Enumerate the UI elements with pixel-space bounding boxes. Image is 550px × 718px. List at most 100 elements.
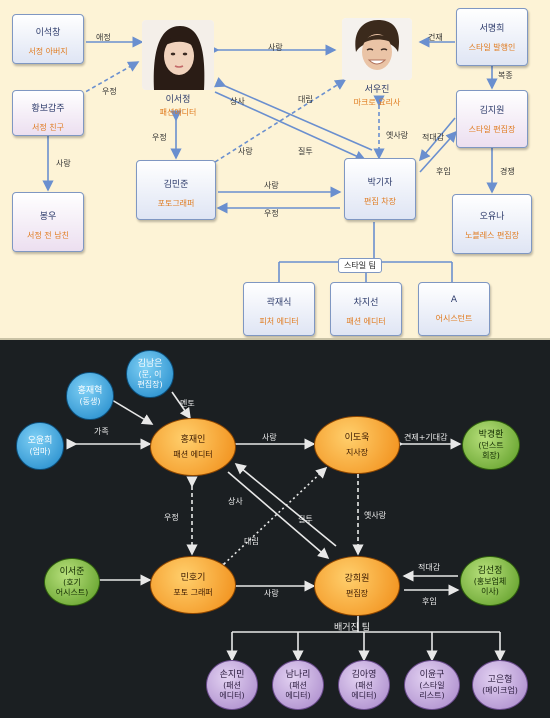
person-circle-15: 고은형 (메이크업) — [472, 660, 528, 710]
person-name: A — [450, 295, 458, 305]
person-circle-9: 강희원 편집장 — [314, 556, 400, 616]
person-name: 김지원 — [479, 106, 505, 116]
person-circle-12: 남나리 (패션 에디터) — [272, 660, 324, 710]
person-circle-7: 이서준 (호기 어시스트) — [44, 558, 100, 606]
person-box-8: 서명희 스타일 발행인 — [456, 8, 528, 66]
top-relationship-chart: 이석창 서정 아버지 황보갑주 서정 친구 봉우 서정 전 남친 이서정 패션에… — [0, 0, 550, 338]
line-boss — [214, 91, 367, 162]
portrait-photo — [142, 20, 214, 90]
person-box-3: 봉우 서정 전 남친 — [12, 192, 84, 252]
line-mentor — [171, 391, 191, 420]
person-role: 지사장 — [345, 447, 369, 457]
relation-label: 적대감 — [418, 563, 441, 572]
person-name: 김선정 — [477, 565, 503, 576]
person-role: 편집 차장 — [364, 197, 396, 206]
person-name: 서명희 — [479, 24, 505, 34]
person-box-1: 이석창 서정 아버지 — [12, 14, 84, 64]
person-box-2: 황보갑주 서정 친구 — [12, 90, 84, 136]
relation-label: 상사 — [228, 497, 243, 506]
bottom-connector-lines — [66, 391, 506, 662]
relation-label: 후임 — [422, 597, 437, 606]
relation-label: 우정 — [164, 513, 179, 522]
relation-label: 멘토 — [180, 399, 195, 408]
person-circle-14: 이윤구 (스타일 리스트) — [404, 660, 460, 710]
relation-label: 사랑 — [56, 159, 71, 168]
person-role: 서정 친구 — [32, 123, 64, 132]
person-name: 서우진 — [364, 85, 390, 95]
relation-label: 질투 — [298, 147, 313, 156]
person-name: 이도욱 — [344, 432, 370, 443]
portrait-photo — [342, 18, 412, 80]
person-name: 남나리 — [285, 669, 311, 680]
person-role: 서정 아버지 — [28, 47, 68, 56]
bottom-relationship-chart: 김남은 (문, 이 편집장) 홍재혁 (동생) 오윤희 (엄마) 홍재인 패션 … — [0, 340, 550, 718]
relation-label: 대립 — [244, 537, 259, 546]
person-name: 홍재인 — [180, 434, 206, 445]
line-hostility — [418, 117, 456, 162]
person-role: (엄마) — [29, 446, 51, 456]
relation-label: 사랑 — [262, 433, 277, 442]
person-role: 패션 에디터 — [346, 317, 386, 326]
relation-label: 사랑 — [264, 181, 279, 190]
person-role: 스타일 발행인 — [468, 43, 516, 52]
line-successor — [419, 130, 458, 173]
person-role: 마크로 요리사 — [353, 98, 401, 107]
person-role: 패션에디터 — [159, 108, 197, 117]
relation-label: 질투 — [298, 515, 313, 524]
person-box-10: 오유나 노블레스 편집장 — [452, 194, 532, 254]
person-circle-13: 김아영 (패션 에디터) — [338, 660, 390, 710]
person-card-seo-woojin: 서우진 마크로 요리사 — [337, 18, 417, 110]
person-name: 박기자 — [367, 178, 393, 188]
person-name: 이서준 — [59, 566, 85, 577]
person-name: 고은형 — [487, 674, 513, 685]
person-role: 포토 그래퍼 — [173, 587, 213, 597]
person-box-12: 차지선 패션 에디터 — [330, 282, 402, 336]
relation-label: 대립 — [298, 95, 313, 104]
relation-label: 경쟁 — [500, 167, 515, 176]
person-role: 어시스턴트 — [435, 314, 473, 323]
person-box-9: 김지원 스타일 편집장 — [456, 90, 528, 148]
person-name: 강희원 — [344, 573, 370, 584]
line-jealousy — [214, 79, 347, 163]
person-box-7: 박기자 편집 차장 — [344, 158, 416, 220]
person-box-11: 곽재식 피처 에디터 — [243, 282, 315, 336]
person-box-6: 김민준 포토그래퍼 — [136, 160, 216, 220]
person-role: 편집장 — [345, 588, 369, 598]
person-name: 홍재혁 — [77, 385, 103, 396]
person-circle-10: 김선정 (홍보업체 이사) — [460, 556, 520, 606]
person-role: 패션 에디터 — [173, 449, 213, 459]
person-name: 오유나 — [479, 212, 505, 222]
line-family-1 — [111, 399, 154, 425]
relation-label: 우정 — [152, 133, 167, 142]
person-circle-5: 이도욱 지사장 — [314, 416, 400, 474]
person-role: 서정 전 남친 — [27, 231, 69, 240]
relation-label: 사랑 — [238, 147, 253, 156]
person-name: 이윤구 — [419, 669, 445, 680]
person-circle-4: 홍재인 패션 에디터 — [150, 418, 236, 476]
person-role: (스타일 리스트) — [419, 680, 445, 700]
relation-label: 건재 — [428, 33, 443, 42]
person-circle-11: 손지민 (패션 에디터) — [206, 660, 258, 710]
person-role: (패션 에디터) — [351, 680, 377, 700]
person-role: 피처 에디터 — [259, 317, 299, 326]
relation-label: 복종 — [498, 71, 513, 80]
relation-label: 우정 — [264, 209, 279, 218]
relation-label: 적대감 — [422, 133, 445, 142]
person-circle-6: 박경환 (던스트 회장) — [462, 420, 520, 470]
person-name: 김아영 — [351, 669, 377, 680]
relation-label: 사랑 — [264, 589, 279, 598]
person-role: 스타일 편집장 — [468, 125, 516, 134]
person-role: (홍보업체 이사) — [473, 576, 507, 596]
person-role: 포토그래퍼 — [157, 199, 195, 208]
female-portrait-icon — [142, 20, 214, 90]
panel-divider — [0, 338, 550, 340]
person-role: (호기 어시스트) — [55, 577, 89, 597]
person-name: 차지선 — [353, 298, 379, 308]
person-name: 박경환 — [478, 429, 504, 440]
relation-label: 가족 — [94, 427, 109, 436]
male-portrait-icon — [342, 18, 412, 80]
person-name: 오윤희 — [27, 435, 53, 446]
line-rival — [213, 466, 328, 575]
person-name: 김남은 — [137, 358, 163, 369]
person-role: (패션 에디터) — [285, 680, 311, 700]
